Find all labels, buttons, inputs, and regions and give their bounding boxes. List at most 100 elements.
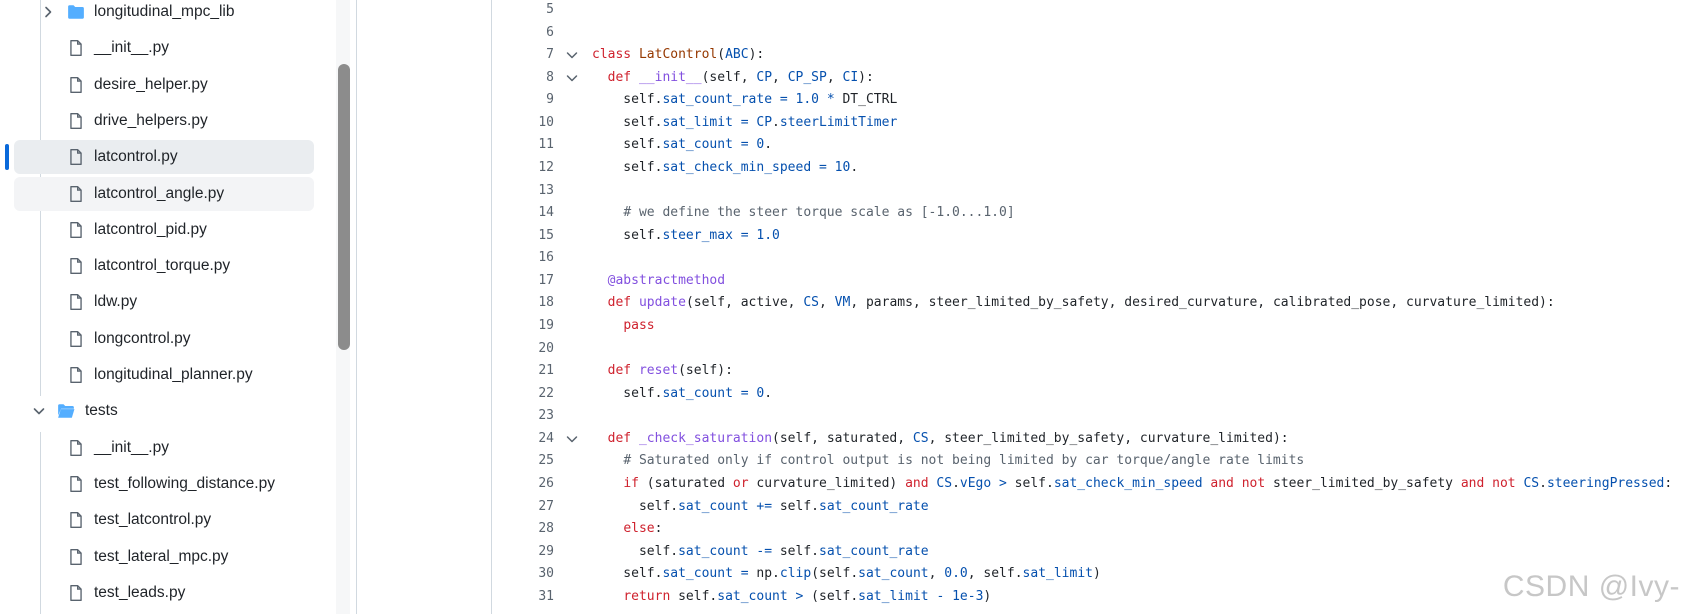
code-line: 31 return self.sat_count > (self.sat_lim… — [492, 586, 1690, 608]
line-number[interactable]: 27 — [538, 499, 554, 514]
tree-file-init-py[interactable]: __init__.py — [14, 431, 314, 465]
tree-file-latcontrol-py[interactable]: latcontrol.py — [14, 140, 314, 174]
fold-chevron-down-icon[interactable] — [564, 70, 580, 86]
tree-item-label: latcontrol_pid.py — [94, 221, 207, 238]
line-number[interactable]: 6 — [546, 25, 554, 40]
code-text: def update(self, active, CS, VM, params,… — [607, 295, 1555, 310]
tree-item-label: test_lateral_mpc.py — [94, 548, 229, 565]
code-view: 5 6 7 class LatControl(ABC): 8 def __init__(… — [492, 0, 1690, 614]
line-number[interactable]: 18 — [538, 295, 554, 310]
tree-file-init-py[interactable]: __init__.py — [14, 31, 314, 65]
code-line: 16 — [492, 247, 1690, 269]
tree-file-test-leads-py[interactable]: test_leads.py — [14, 576, 314, 610]
tree-item-label: tests — [85, 402, 118, 419]
line-number[interactable]: 5 — [546, 2, 554, 17]
line-number[interactable]: 11 — [538, 137, 554, 152]
code-text: class LatControl(ABC): — [592, 47, 765, 62]
code-text: if (saturated or curvature_limited) and … — [623, 476, 1673, 491]
tree-item-label: latcontrol_angle.py — [94, 185, 225, 202]
tree-item-label: latcontrol.py — [94, 148, 178, 165]
tree-file-test-latcontrol-py[interactable]: test_latcontrol.py — [14, 503, 314, 537]
chevron-right-icon[interactable] — [40, 4, 56, 20]
file-icon — [67, 439, 85, 457]
code-line: 10 self.sat_limit = CP.steerLimitTimer — [492, 112, 1690, 134]
code-line: 21 def reset(self): — [492, 360, 1690, 382]
tree-file-drive-helpers-py[interactable]: drive_helpers.py — [14, 104, 314, 138]
code-line: 14 # we define the steer torque scale as… — [492, 202, 1690, 224]
tree-file-test-lateral-mpc-py[interactable]: test_lateral_mpc.py — [14, 540, 314, 574]
code-text: # Saturated only if control output is no… — [623, 453, 1305, 468]
file-icon — [67, 475, 85, 493]
tree-folder-tests[interactable]: tests — [14, 394, 314, 428]
folder-open-icon — [56, 402, 75, 420]
fold-chevron-down-icon[interactable] — [564, 431, 580, 447]
code-text: self.sat_limit = CP.steerLimitTimer — [592, 115, 898, 130]
line-number[interactable]: 29 — [538, 544, 554, 559]
tree-item-label: longitudinal_mpc_lib — [94, 3, 235, 20]
code-text: self.sat_count = 0. — [592, 137, 773, 152]
code-line: 27 self.sat_count += self.sat_count_rate — [492, 496, 1690, 518]
code-line: 17 @abstractmethod — [492, 270, 1690, 292]
tree-item-label: latcontrol_torque.py — [94, 257, 231, 274]
tree-item-label: test_following_distance.py — [94, 475, 275, 492]
line-number[interactable]: 14 — [538, 205, 554, 220]
code-text: def reset(self): — [607, 363, 733, 378]
tree-file-latcontrol-pid-py[interactable]: latcontrol_pid.py — [14, 213, 314, 247]
code-line: 20 — [492, 338, 1690, 360]
line-number[interactable]: 31 — [538, 589, 554, 604]
tree-item-label: ldw.py — [94, 293, 138, 310]
line-number[interactable]: 10 — [538, 115, 554, 130]
code-line: 9 self.sat_count_rate = 1.0 * DT_CTRL — [492, 89, 1690, 111]
tree-file-desire-helper-py[interactable]: desire_helper.py — [14, 68, 314, 102]
line-number[interactable]: 24 — [538, 431, 554, 446]
tree-folder-longitudinal-mpc-lib[interactable]: longitudinal_mpc_lib — [14, 0, 314, 29]
tree-file-test-following-distance-py[interactable]: test_following_distance.py — [14, 467, 314, 501]
tree-file-longcontrol-py[interactable]: longcontrol.py — [14, 322, 314, 356]
line-number[interactable]: 19 — [538, 318, 554, 333]
line-number[interactable]: 30 — [538, 566, 554, 581]
tree-file-ldw-py[interactable]: ldw.py — [14, 285, 314, 319]
file-tree-sidebar: longitudinal_mpc_lib __init__.py desire_he… — [0, 0, 357, 614]
file-icon — [67, 366, 85, 384]
file-icon — [67, 185, 85, 203]
line-number[interactable]: 7 — [546, 47, 554, 62]
watermark: CSDN @Ivy- — [1502, 570, 1680, 603]
code-line: 24 def _check_saturation(self, saturated… — [492, 428, 1690, 450]
line-number[interactable]: 15 — [538, 228, 554, 243]
tree-file-longitudinal-planner-py[interactable]: longitudinal_planner.py — [14, 358, 314, 392]
line-number[interactable]: 12 — [538, 160, 554, 175]
tree-item-label: __init__.py — [94, 439, 169, 456]
line-number[interactable]: 25 — [538, 453, 554, 468]
tree-item-label: __init__.py — [94, 39, 169, 56]
line-number[interactable]: 13 — [538, 183, 554, 198]
tree-item-label: test_latcontrol.py — [94, 511, 212, 528]
code-line: 5 — [492, 0, 1690, 21]
tree-item-label: longitudinal_planner.py — [94, 366, 253, 383]
line-number[interactable]: 22 — [538, 386, 554, 401]
code-line: 11 self.sat_count = 0. — [492, 134, 1690, 156]
code-text: self.sat_count = 0. — [592, 386, 773, 401]
line-number[interactable]: 8 — [546, 70, 554, 85]
line-number[interactable]: 17 — [538, 273, 554, 288]
tree-file-latcontrol-torque-py[interactable]: latcontrol_torque.py — [14, 249, 314, 283]
file-icon — [67, 548, 85, 566]
code-text: self.sat_count += self.sat_count_rate — [592, 499, 929, 514]
fold-chevron-down-icon[interactable] — [564, 47, 580, 63]
code-text: @abstractmethod — [607, 273, 726, 288]
sidebar-scrollbar-thumb[interactable] — [338, 64, 350, 350]
chevron-down-icon[interactable] — [31, 403, 47, 419]
tree-file-latcontrol-angle-py[interactable]: latcontrol_angle.py — [14, 177, 314, 211]
code-line: 26 if (saturated or curvature_limited) a… — [492, 473, 1690, 495]
code-line: 8 def __init__(self, CP, CP_SP, CI): — [492, 67, 1690, 89]
code-line: 12 self.sat_check_min_speed = 10. — [492, 157, 1690, 179]
code-text: self.steer_max = 1.0 — [592, 228, 780, 243]
line-number[interactable]: 9 — [546, 92, 554, 107]
line-number[interactable]: 26 — [538, 476, 554, 491]
line-number[interactable]: 21 — [538, 363, 554, 378]
line-number[interactable]: 23 — [538, 408, 554, 423]
tree-indent-guide — [40, 432, 41, 614]
code-text: self.sat_count -= self.sat_count_rate — [592, 544, 929, 559]
line-number[interactable]: 20 — [538, 341, 554, 356]
line-number[interactable]: 28 — [538, 521, 554, 536]
line-number[interactable]: 16 — [538, 250, 554, 265]
